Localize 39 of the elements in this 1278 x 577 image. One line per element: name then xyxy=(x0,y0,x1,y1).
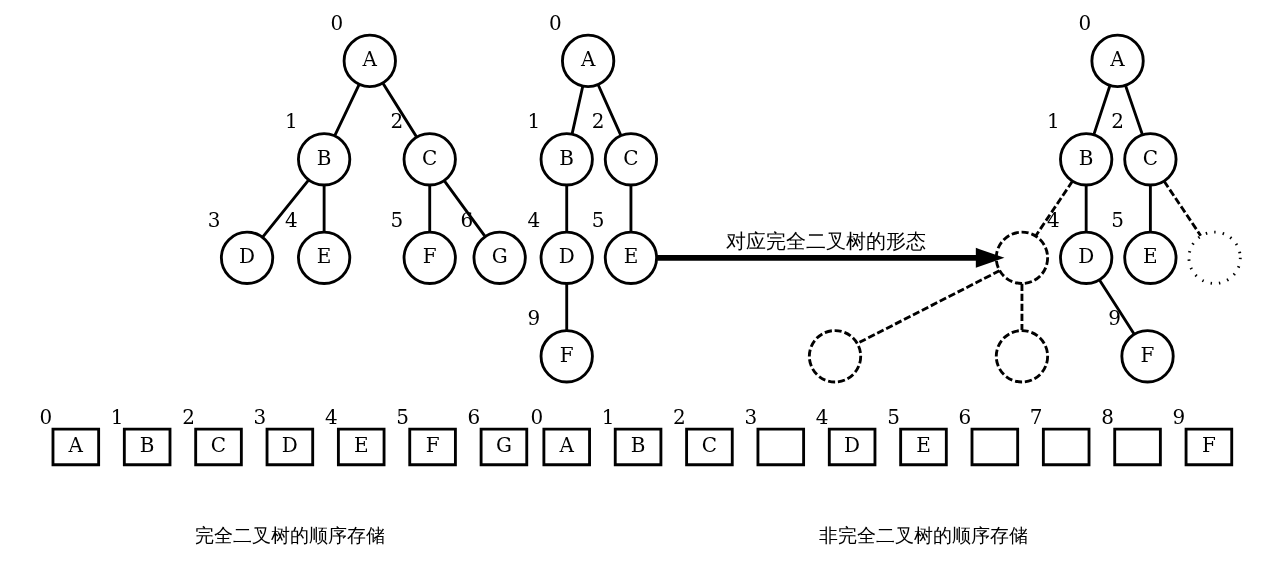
node-label: 0 xyxy=(548,10,562,35)
node-label: 5 xyxy=(1110,207,1124,232)
node-label: 3 xyxy=(207,207,221,232)
node-label: 9 xyxy=(1107,306,1121,331)
node-label: 5 xyxy=(886,404,900,429)
node-label: 4 xyxy=(527,207,540,232)
node-label: 5 xyxy=(395,404,409,429)
node-label: 6 xyxy=(467,404,480,429)
node-label: 5 xyxy=(591,207,604,232)
node-label: 0 xyxy=(330,10,343,35)
node-label: 4 xyxy=(324,404,338,429)
label: 非完全二叉树的顺序存储 xyxy=(818,525,1028,547)
node-label: 1 xyxy=(284,109,298,134)
node-label: 9 xyxy=(1172,404,1185,429)
node-label: 7 xyxy=(1029,404,1043,429)
node-label: 1 xyxy=(527,109,540,134)
node-label: 9 xyxy=(527,306,540,331)
edge-label: 对应完全二叉树的形态 xyxy=(725,229,926,254)
node-label: 8 xyxy=(1100,404,1114,429)
node-label: 2 xyxy=(1110,109,1124,134)
node-label: 0 xyxy=(529,404,543,429)
node-label: 1 xyxy=(1046,109,1060,134)
node-label: 3 xyxy=(743,404,757,429)
node-label: 6 xyxy=(958,404,971,429)
node-label: 4 xyxy=(1046,207,1060,232)
node-label: 0 xyxy=(1077,10,1091,35)
node-label: 2 xyxy=(181,404,195,429)
node-label: 1 xyxy=(110,404,124,429)
node-label: 4 xyxy=(815,404,829,429)
node-label: 2 xyxy=(591,109,604,134)
node-label: 6 xyxy=(459,207,473,232)
node-label: 5 xyxy=(390,207,403,232)
node-label: 3 xyxy=(253,404,266,429)
node-label: 0 xyxy=(38,404,52,429)
node-label: 1 xyxy=(601,404,614,429)
node-label: 2 xyxy=(390,109,403,134)
node-label: 2 xyxy=(672,404,686,429)
node-label: 4 xyxy=(284,207,298,232)
label: 完全二叉树的顺序存储 xyxy=(194,525,385,547)
